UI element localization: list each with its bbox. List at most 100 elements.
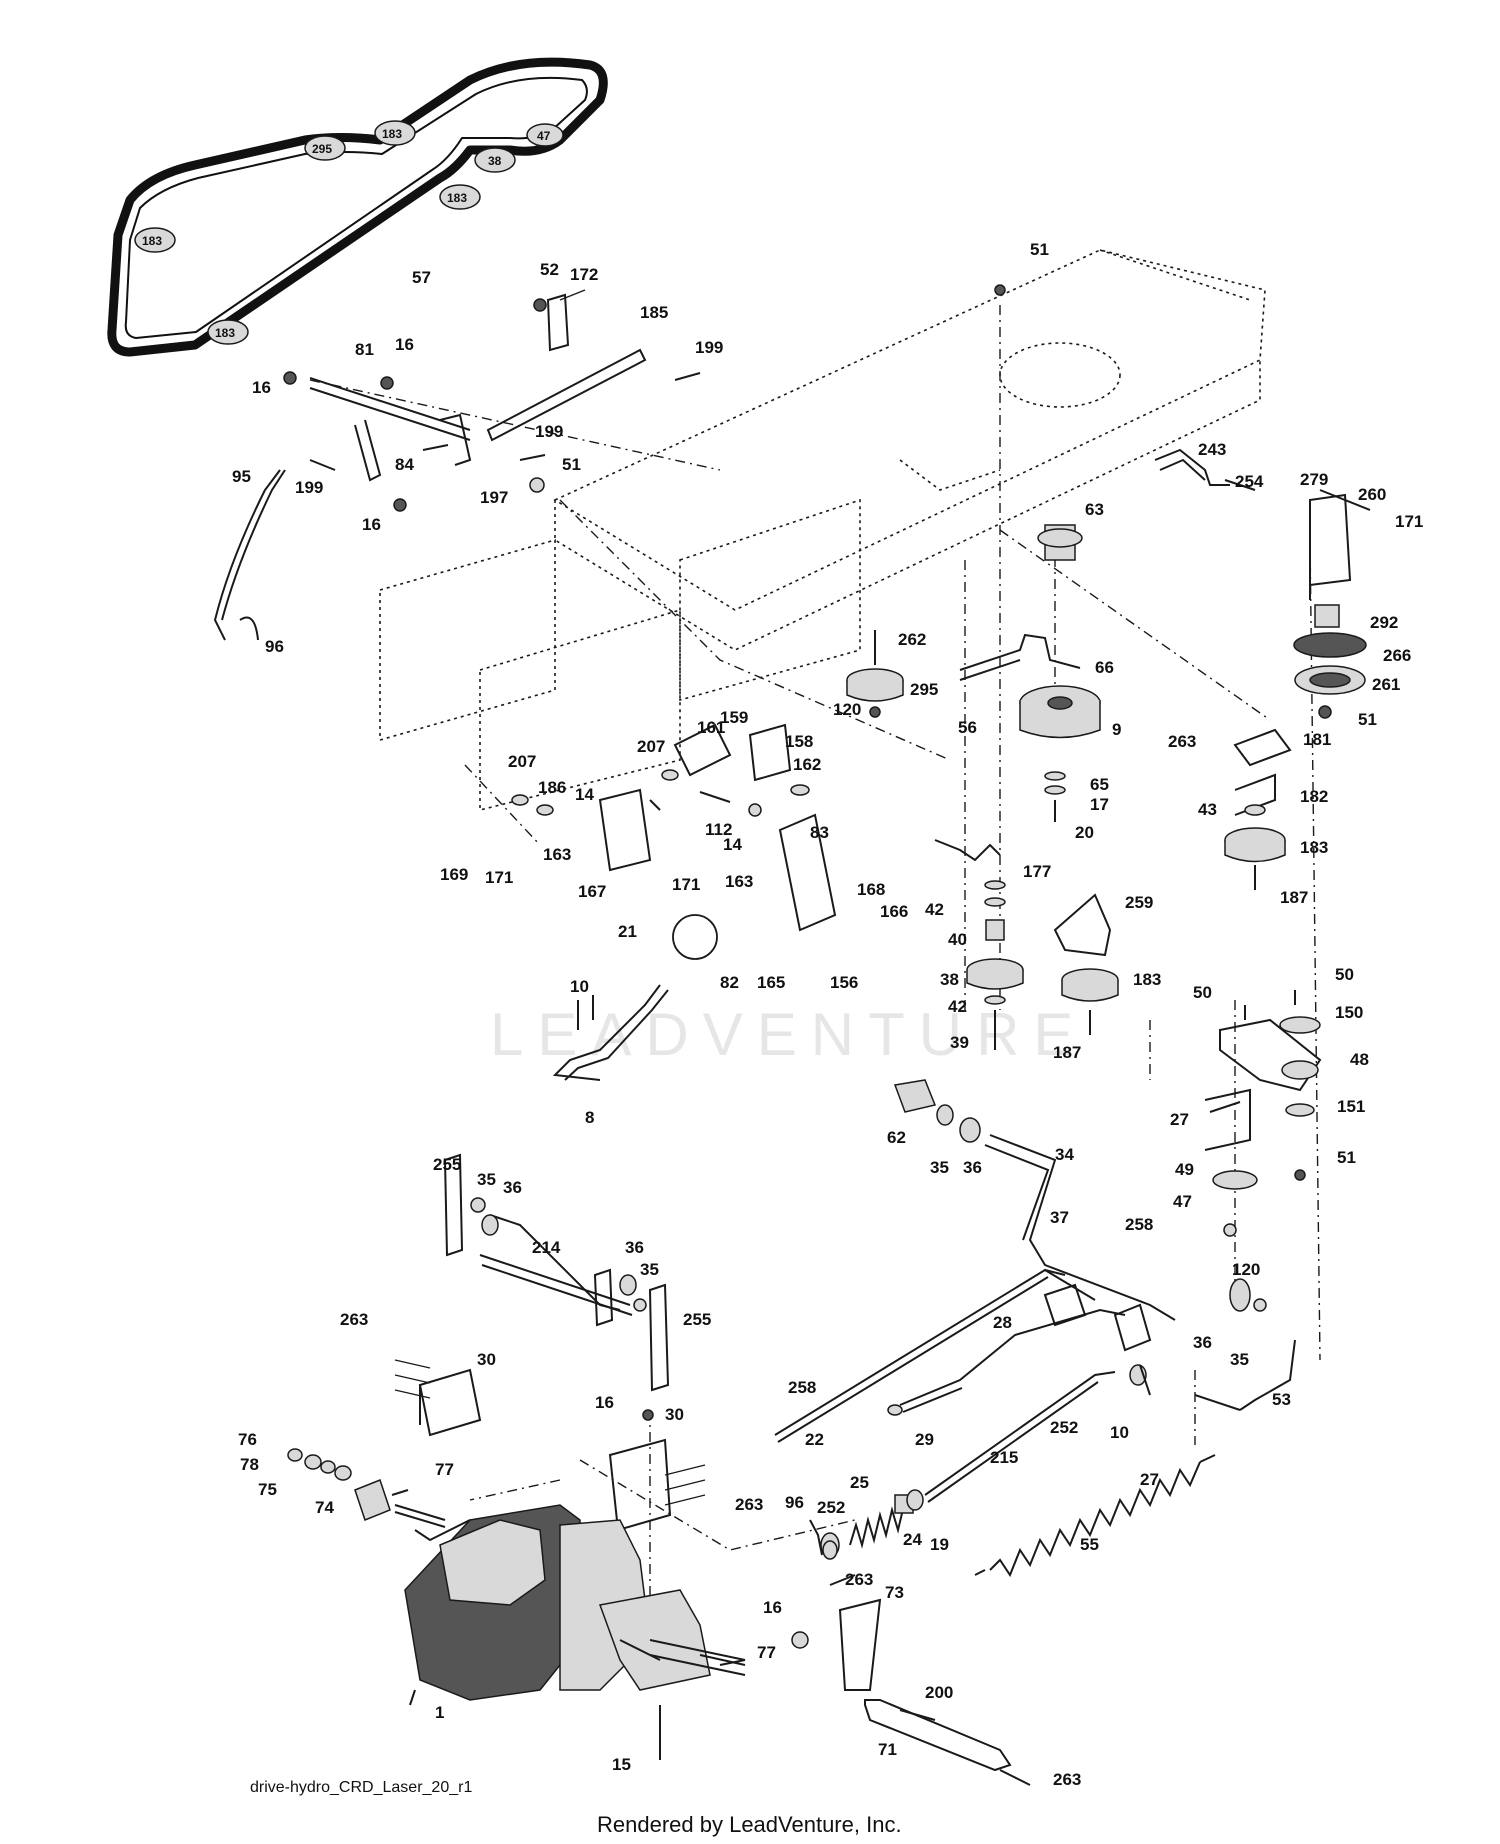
callout: 48: [1350, 1050, 1369, 1069]
callout: 55: [1080, 1535, 1099, 1554]
callout: 159: [720, 708, 748, 727]
callout: 96: [785, 1493, 804, 1512]
callout: 42: [948, 997, 967, 1016]
callout: 53: [1272, 1390, 1291, 1409]
tractor-frame: [379, 249, 1266, 812]
idler-pulley-295: [846, 630, 904, 718]
callout: 75: [258, 1480, 277, 1499]
shift-rod: [1154, 448, 1230, 486]
mower-lift-linkage: [283, 284, 1006, 512]
callout: 260: [1358, 485, 1386, 504]
callout: 150: [1335, 1003, 1363, 1022]
callout: 252: [817, 1498, 845, 1517]
callout: 183: [1133, 970, 1161, 989]
engine-pulley-clutch: [959, 524, 1101, 822]
callout: 38: [940, 970, 959, 989]
callout: 17: [1090, 795, 1109, 814]
callout: 255: [683, 1310, 711, 1329]
callout: 56: [958, 718, 977, 737]
callout: 21: [618, 922, 637, 941]
callout: 42: [925, 900, 944, 919]
bushing-stack: [893, 1079, 981, 1143]
idler-pulley-183: [1053, 893, 1119, 1035]
control-rod: [213, 469, 286, 641]
callout: 252: [1050, 1418, 1078, 1437]
callout: 36: [503, 1178, 522, 1197]
callout: 95: [232, 467, 251, 486]
callout: 259: [1125, 893, 1153, 912]
callout: 96: [265, 637, 284, 656]
belt-label: 295: [312, 142, 332, 156]
callout: 169: [440, 865, 468, 884]
bolts: [309, 372, 1371, 511]
callout: 199: [295, 478, 323, 497]
cross-shaft: [984, 1134, 1296, 1411]
right-pivot-assembly: [1204, 990, 1322, 1237]
callout: 16: [362, 515, 381, 534]
callout: 243: [1198, 440, 1226, 459]
callout: 181: [1303, 730, 1331, 749]
callout: 40: [948, 930, 967, 949]
callout: 52: [540, 260, 559, 279]
callout: 182: [1300, 787, 1328, 806]
callout: 185: [640, 303, 668, 322]
callout: 66: [1095, 658, 1114, 677]
idler-brackets: [511, 723, 837, 932]
callout: 165: [757, 973, 785, 992]
credit-text: Rendered by LeadVenture, Inc.: [597, 1812, 902, 1837]
callout: 158: [785, 732, 813, 751]
callout: 51: [562, 455, 581, 474]
belt-label: 183: [382, 127, 402, 141]
bracket-30-left: [394, 1359, 482, 1437]
callout: 199: [695, 338, 723, 357]
callout: 81: [355, 340, 374, 359]
callout: 186: [538, 778, 566, 797]
callout: 51: [1358, 710, 1377, 729]
callout: 14: [575, 785, 594, 804]
belt-label: 38: [488, 154, 502, 168]
callout: 43: [1198, 800, 1217, 819]
callout: 161: [697, 718, 725, 737]
callout: 183: [1300, 838, 1328, 857]
callout: 120: [1232, 1260, 1260, 1279]
callout: 19: [930, 1535, 949, 1554]
callout: 29: [915, 1430, 934, 1449]
callout: 261: [1372, 675, 1400, 694]
callout: 28: [993, 1313, 1012, 1332]
callout: 83: [810, 823, 829, 842]
callout: 207: [637, 737, 665, 756]
idler-bracket-stack: [1293, 493, 1367, 719]
callout: 197: [480, 488, 508, 507]
belt-label: 183: [447, 191, 467, 205]
belt-pulley-badges: [134, 120, 564, 345]
callout: 177: [1023, 862, 1051, 881]
callout: 10: [1110, 1423, 1129, 1442]
callout-labels: 183 295 47 38 183 183 183 51 52 172 185 …: [142, 127, 1423, 1789]
callout: 24: [903, 1530, 922, 1549]
brake-lever: [552, 914, 718, 1081]
callout: 16: [763, 1598, 782, 1617]
callout: 25: [850, 1473, 869, 1492]
brake-bracket: [791, 1574, 1031, 1786]
callout: 16: [395, 335, 414, 354]
callout: 51: [1337, 1148, 1356, 1167]
callout: 20: [1075, 823, 1094, 842]
control-rods: [774, 1268, 1152, 1503]
callout: 34: [1055, 1145, 1074, 1164]
callout: 266: [1383, 646, 1411, 665]
belt-label: 47: [537, 129, 551, 143]
callout: 27: [1140, 1470, 1159, 1489]
callout: 215: [990, 1448, 1018, 1467]
callout: 199: [535, 422, 563, 441]
callout: 263: [340, 1310, 368, 1329]
belt-label: 183: [215, 326, 235, 340]
callout: 35: [930, 1158, 949, 1177]
callout: 47: [1173, 1192, 1192, 1211]
callout: 1: [435, 1703, 444, 1722]
callout: 187: [1053, 1043, 1081, 1062]
idler-arm-stack: [1224, 728, 1292, 890]
spring-clips: [809, 1519, 838, 1560]
callout: 63: [1085, 500, 1104, 519]
callout: 207: [508, 752, 536, 771]
drive-pulley-stack: [934, 839, 1024, 1050]
